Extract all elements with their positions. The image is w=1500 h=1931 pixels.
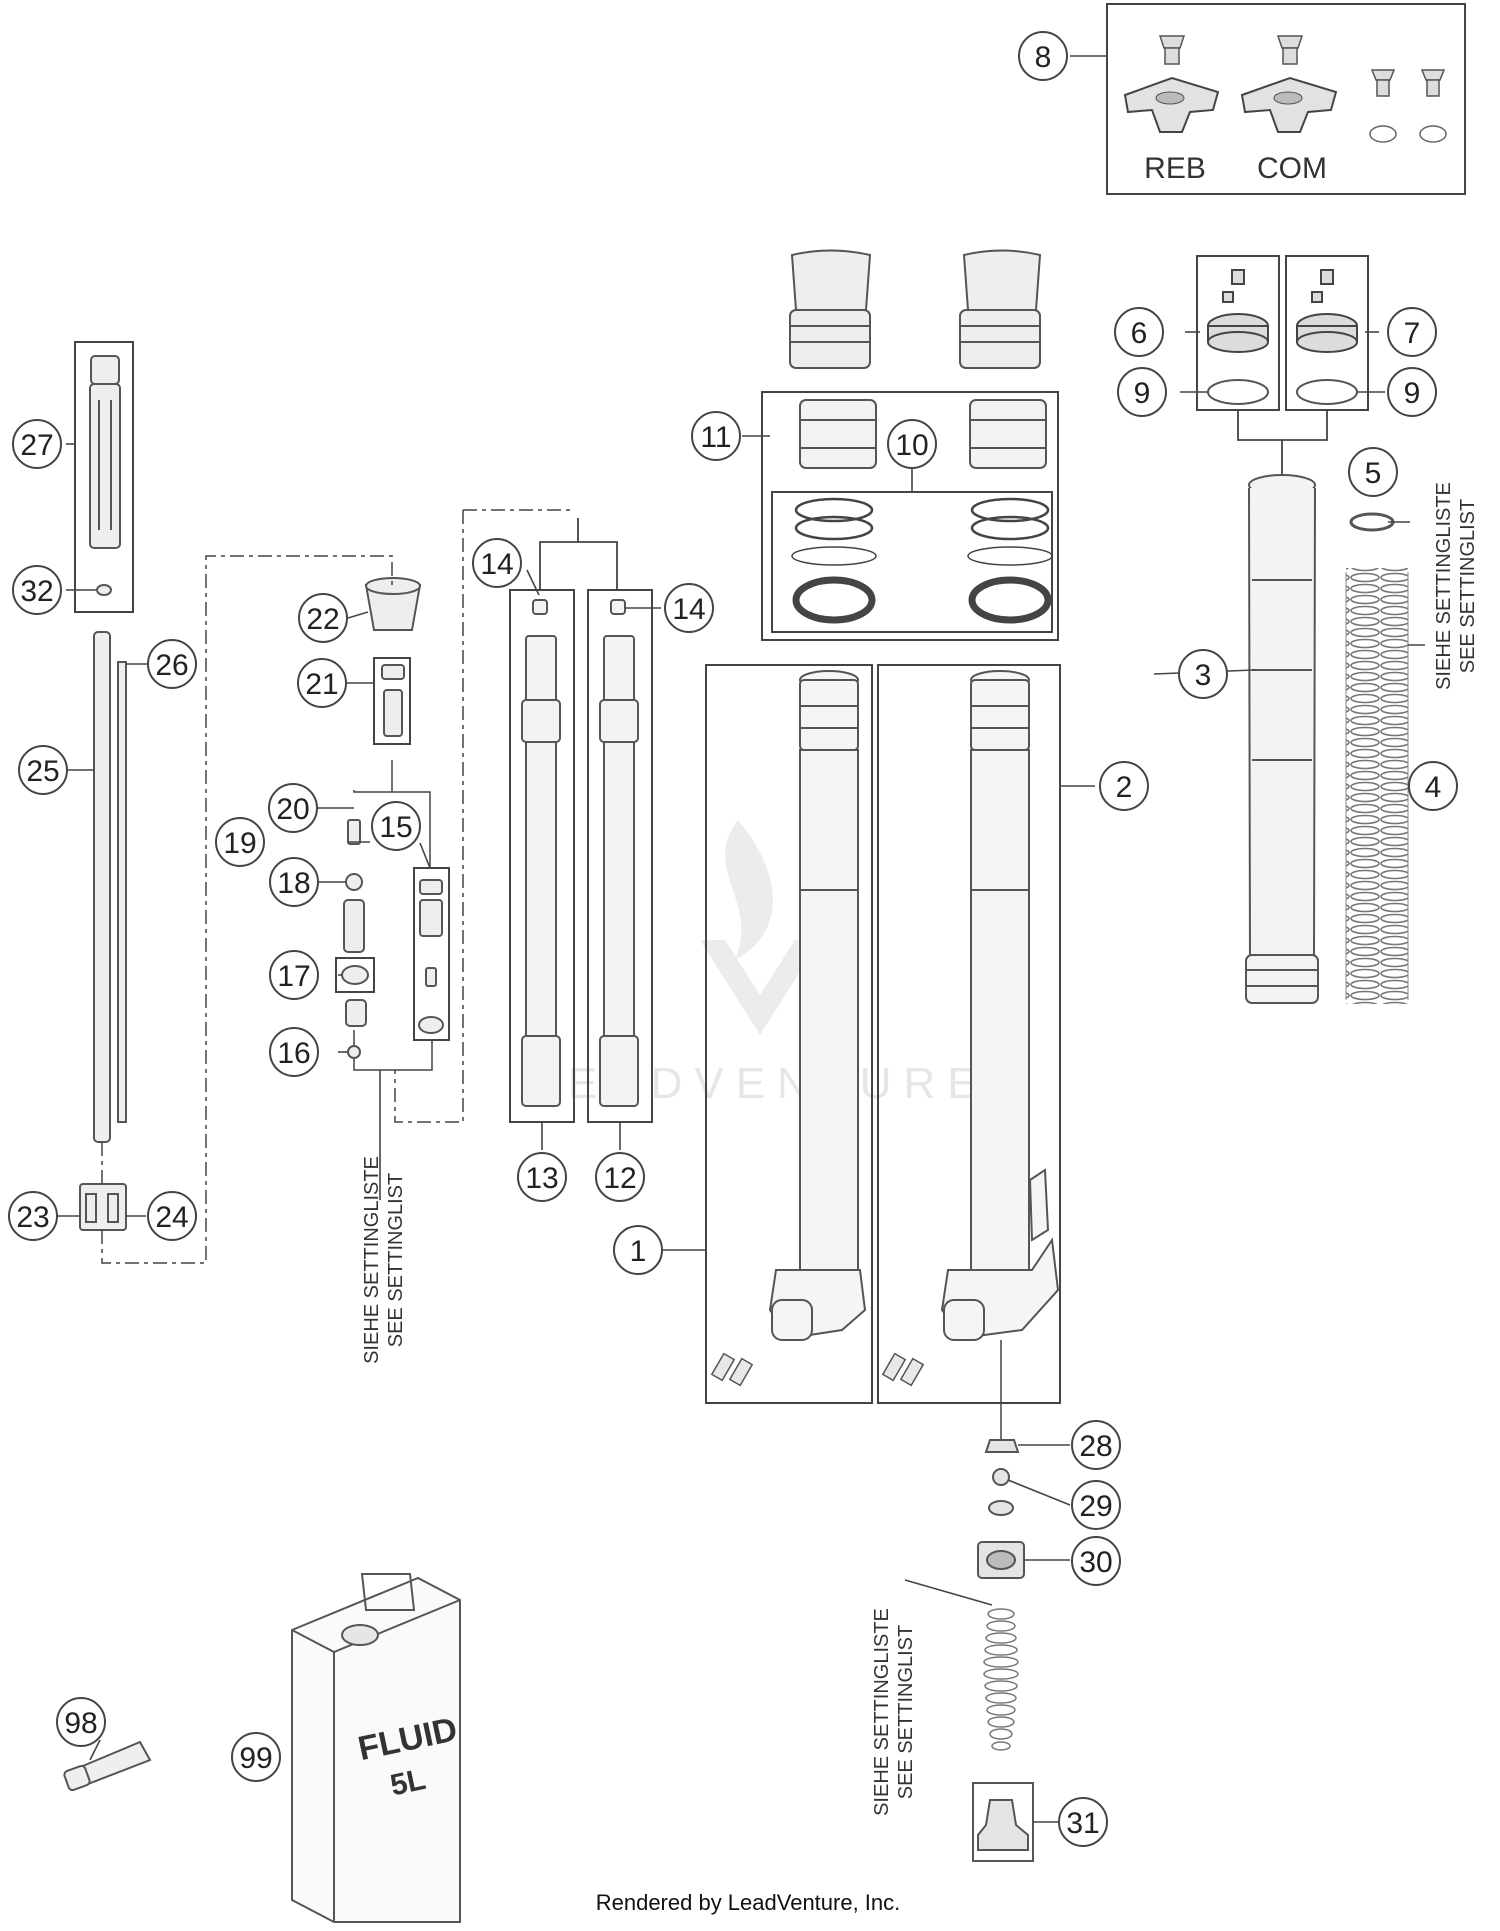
callout-3: 3: [1178, 649, 1228, 699]
svg-text:19: 19: [223, 827, 256, 860]
callout-32: 32: [12, 565, 62, 615]
damper-cartridges: [394, 509, 653, 1123]
svg-text:16: 16: [277, 1037, 310, 1070]
svg-text:8: 8: [1035, 41, 1052, 74]
note-bottom-line-2: SEE SETTINGLIST: [895, 1625, 917, 1799]
spring-tube: [1245, 474, 1319, 1004]
bottom-valve-parts: [972, 1439, 1034, 1862]
callout-29: 29: [1071, 1480, 1121, 1530]
com-label: COM: [1257, 152, 1327, 185]
callout-13: 13: [517, 1152, 567, 1202]
callout-15: 15: [371, 801, 421, 851]
svg-text:26: 26: [155, 649, 188, 682]
svg-text:9: 9: [1134, 377, 1151, 410]
svg-text:2: 2: [1116, 771, 1133, 804]
outer-tubes: [705, 664, 1061, 1440]
fork-spring: [1345, 512, 1409, 1004]
fluid-can-text-2: 5L: [387, 1763, 428, 1803]
callout-14-left: 14: [472, 538, 522, 588]
svg-text:22: 22: [306, 603, 339, 636]
svg-text:31: 31: [1066, 1807, 1099, 1840]
svg-text:29: 29: [1079, 1490, 1112, 1523]
callout-18: 18: [269, 857, 319, 907]
callout-9-right: 9: [1387, 367, 1437, 417]
svg-text:17: 17: [277, 960, 310, 993]
footer-credit: Rendered by LeadVenture, Inc.: [596, 1890, 901, 1915]
callout-10: 10: [887, 419, 937, 469]
callout-markers: 1 2 3 4 5 6 7 8 9 9 10 11 12 13 14 14 15…: [8, 31, 1458, 1847]
callout-7: 7: [1387, 307, 1437, 357]
note-left-line-1: SIEHE SETTINGLISTE: [361, 1156, 383, 1364]
callout-14-right: 14: [664, 583, 714, 633]
leader-lines: [56, 55, 1425, 1823]
piston-rod-assembly: [74, 341, 393, 1264]
svg-text:99: 99: [239, 1742, 272, 1775]
callout-24: 24: [147, 1191, 197, 1241]
callout-4: 4: [1408, 761, 1458, 811]
callout-5: 5: [1348, 447, 1398, 497]
callout-27: 27: [12, 419, 62, 469]
svg-text:98: 98: [64, 1707, 97, 1740]
svg-text:7: 7: [1404, 317, 1421, 350]
svg-text:18: 18: [277, 867, 310, 900]
note-bottom-line-1: SIEHE SETTINGLISTE: [871, 1608, 893, 1816]
callout-30: 30: [1071, 1536, 1121, 1586]
setting-note-right: SIEHE SETTINGLISTE SEE SETTINGLIST: [1433, 482, 1479, 690]
callout-2: 2: [1099, 761, 1149, 811]
note-right-line-1: SIEHE SETTINGLISTE: [1433, 482, 1455, 690]
svg-text:30: 30: [1079, 1546, 1112, 1579]
setting-note-left: SIEHE SETTINGLISTE SEE SETTINGLIST: [361, 1156, 407, 1364]
callout-98: 98: [56, 1697, 106, 1747]
svg-text:10: 10: [895, 429, 928, 462]
callout-25: 25: [18, 745, 68, 795]
svg-text:13: 13: [525, 1162, 558, 1195]
callout-23: 23: [8, 1191, 58, 1241]
callout-26: 26: [147, 639, 197, 689]
svg-text:25: 25: [26, 755, 59, 788]
callout-17: 17: [269, 950, 319, 1000]
callout-11: 11: [691, 411, 741, 461]
callout-16: 16: [269, 1027, 319, 1077]
svg-text:4: 4: [1425, 771, 1442, 804]
callout-21: 21: [297, 658, 347, 708]
callout-19: 19: [215, 817, 265, 867]
svg-text:21: 21: [305, 668, 338, 701]
note-left-line-2: SEE SETTINGLIST: [385, 1173, 407, 1347]
svg-text:9: 9: [1404, 377, 1421, 410]
svg-text:24: 24: [155, 1201, 188, 1234]
svg-text:32: 32: [20, 575, 53, 608]
svg-text:11: 11: [700, 421, 731, 454]
svg-text:5: 5: [1365, 457, 1382, 490]
svg-text:3: 3: [1195, 659, 1212, 692]
fork-protector-tops: [789, 249, 1042, 369]
callout-28: 28: [1071, 1420, 1121, 1470]
svg-text:20: 20: [276, 793, 309, 826]
callout-20: 20: [268, 783, 318, 833]
svg-text:15: 15: [379, 811, 412, 844]
note-right-line-2: SEE SETTINGLIST: [1457, 499, 1479, 673]
svg-text:27: 27: [20, 429, 53, 462]
callout-9-left: 9: [1117, 367, 1167, 417]
callout-6: 6: [1114, 307, 1164, 357]
fork-caps: [1196, 255, 1369, 478]
callout-12: 12: [595, 1152, 645, 1202]
adjuster-knob-set: REB COM: [1106, 3, 1466, 195]
svg-text:14: 14: [672, 593, 705, 626]
grease-tube: [63, 1740, 152, 1792]
fluid-can: FLUID 5L: [291, 1573, 461, 1923]
callout-1: 1: [613, 1225, 663, 1275]
svg-text:1: 1: [630, 1235, 647, 1268]
svg-text:6: 6: [1131, 317, 1148, 350]
reb-label: REB: [1144, 152, 1206, 185]
svg-text:28: 28: [1079, 1430, 1112, 1463]
svg-text:23: 23: [16, 1201, 49, 1234]
svg-text:12: 12: [603, 1162, 636, 1195]
svg-text:14: 14: [480, 548, 513, 581]
callout-8: 8: [1018, 31, 1068, 81]
callout-31: 31: [1058, 1797, 1108, 1847]
callout-99: 99: [231, 1732, 281, 1782]
setting-note-bottom: SIEHE SETTINGLISTE SEE SETTINGLIST: [871, 1608, 917, 1816]
callout-22: 22: [298, 593, 348, 643]
